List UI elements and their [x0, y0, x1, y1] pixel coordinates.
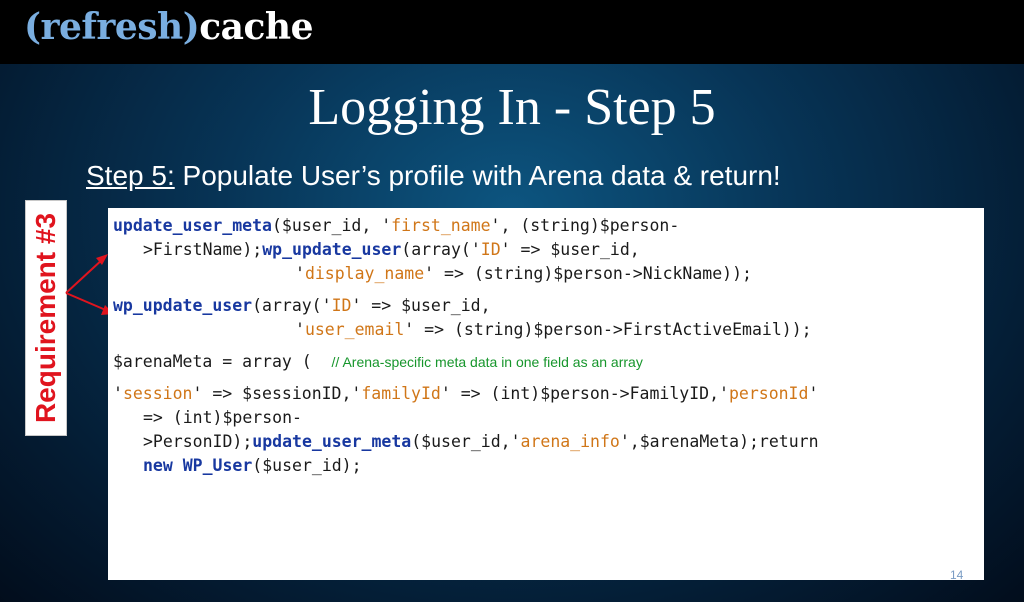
- code-line: 'display_name' => (string)$person->NickN…: [113, 262, 984, 286]
- code-paragraph: wp_update_user(array('ID' => $user_id, '…: [113, 294, 984, 342]
- code-text: (array(': [252, 296, 332, 315]
- code-line: 'session' => $sessionID,'familyId' => (i…: [113, 382, 984, 406]
- code-function: wp_update_user: [262, 240, 402, 259]
- code-string: familyId: [361, 384, 441, 403]
- code-string: ID: [331, 296, 352, 315]
- code-text: ' => (string)$person->FirstActiveEmail))…: [404, 320, 812, 339]
- code-text: >FirstName);: [143, 240, 263, 259]
- code-function: wp_update_user: [113, 296, 253, 315]
- arrow-icon: [65, 254, 108, 294]
- code-line: update_user_meta($user_id, 'first_name',…: [113, 214, 984, 238]
- logo-cache: cache: [199, 6, 313, 48]
- code-text: ',$arenaMeta);return: [619, 432, 819, 451]
- code-text: ' => (int)$person->FamilyID,': [440, 384, 729, 403]
- code-text: ': [295, 264, 305, 283]
- code-text: (array(': [401, 240, 481, 259]
- code-block: update_user_meta($user_id, 'first_name',…: [108, 208, 984, 580]
- code-function: update_user_meta: [252, 432, 412, 451]
- arrow-icon: [65, 292, 114, 315]
- code-text: ' => $user_id,: [500, 240, 640, 259]
- code-paragraph: 'session' => $sessionID,'familyId' => (i…: [113, 382, 984, 478]
- code-line: >PersonID);update_user_meta($user_id,'ar…: [113, 430, 984, 454]
- code-text: >PersonID);: [143, 432, 253, 451]
- code-string: display_name: [304, 264, 425, 283]
- step-label: Step 5:: [86, 160, 175, 191]
- code-text: => (int)$person-: [143, 408, 302, 427]
- page-number: 14: [950, 568, 964, 582]
- code-string: user_email: [304, 320, 405, 339]
- code-text: $arenaMeta = array (: [113, 352, 332, 371]
- slide-title: Logging In - Step 5: [308, 79, 716, 136]
- code-paragraph: update_user_meta($user_id, 'first_name',…: [113, 214, 984, 286]
- code-string: personId: [728, 384, 809, 403]
- code-text: ($user_id,': [411, 432, 521, 451]
- code-text: ': [113, 384, 123, 403]
- logo-refresh: (refresh): [24, 6, 200, 48]
- code-line: 'user_email' => (string)$person->FirstAc…: [113, 318, 984, 342]
- code-text: ' => (string)$person->NickName));: [424, 264, 752, 283]
- code-text: ($user_id);: [252, 456, 362, 475]
- code-text: ($user_id, ': [271, 216, 392, 235]
- code-text: ', (string)$person-: [490, 216, 680, 235]
- code-string: ID: [480, 240, 501, 259]
- code-line: new WP_User($user_id);: [113, 454, 984, 478]
- header-bar: (refresh)cache: [0, 0, 1024, 64]
- code-line: => (int)$person-: [113, 406, 984, 430]
- code-line: $arenaMeta = array ( // Arena-specific m…: [113, 350, 984, 374]
- code-paragraph: $arenaMeta = array ( // Arena-specific m…: [113, 350, 984, 374]
- code-string: arena_info: [520, 432, 620, 451]
- code-string: first_name: [391, 216, 491, 235]
- code-function: update_user_meta: [113, 216, 272, 235]
- slide-subtitle: Step 5: Populate User’s profile with Are…: [86, 160, 781, 192]
- code-keyword: new WP_User: [143, 456, 253, 475]
- logo: (refresh)cache: [24, 6, 313, 48]
- code-text: ' => $sessionID,': [192, 384, 362, 403]
- code-text: ': [808, 384, 819, 403]
- code-text: ' => $user_id,: [351, 296, 491, 315]
- code-string: session: [122, 384, 193, 403]
- step-text: Populate User’s profile with Arena data …: [174, 160, 781, 191]
- code-text: ': [295, 320, 305, 339]
- code-comment: // Arena-specific meta data in one field…: [331, 354, 643, 370]
- code-line: wp_update_user(array('ID' => $user_id,: [113, 294, 984, 318]
- requirement-badge: Requirement #3: [25, 200, 67, 436]
- code-line: >FirstName);wp_update_user(array('ID' =>…: [113, 238, 984, 262]
